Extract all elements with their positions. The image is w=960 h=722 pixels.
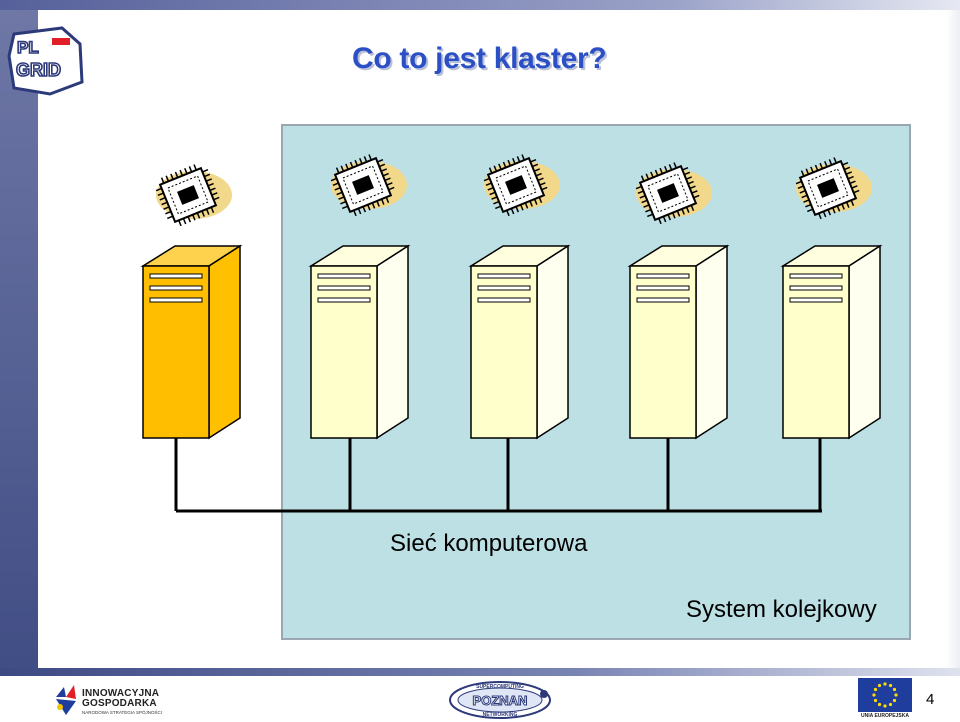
poznan-logo-arc-bottom: NETWORKING (483, 712, 518, 718)
server-node-1 (308, 244, 411, 440)
cpu-icon-2 (326, 149, 408, 221)
poznan-supercomputing-logo: SUPERCOMPUTING POZNAN NETWORKING (449, 681, 551, 719)
queue-system-label: System kolejkowy (686, 596, 877, 623)
server-frontend (140, 244, 243, 440)
server-node-2 (468, 244, 571, 440)
innovative-economy-line2: GOSPODARKA (82, 698, 157, 709)
innovative-economy-logo-text: INNOWACYJNA GOSPODARKA NARODOWA STRATEGI… (82, 689, 162, 716)
eu-flag-icon (858, 678, 912, 712)
innovative-economy-line3: NARODOWA STRATEGIA SPÓJNOŚCI (82, 710, 163, 715)
bottom-decor-band (0, 668, 960, 676)
poznan-logo-arc-top: SUPERCOMPUTING (476, 684, 524, 690)
poznan-logo-text: POZNAN (473, 693, 528, 708)
plgrid-logo-line1: PL (17, 38, 39, 57)
cpu-icon-3 (479, 149, 561, 221)
server-node-4 (780, 244, 883, 440)
network-cable (174, 438, 822, 513)
plgrid-logo-line2: GRID (16, 60, 61, 80)
left-decor-band (0, 0, 38, 722)
cpu-icon-5 (791, 152, 873, 224)
innovative-economy-line1: INNOWACYJNA (82, 688, 160, 699)
cpu-icon-1 (151, 159, 233, 231)
plgrid-logo: PL GRID (7, 26, 84, 96)
innovative-economy-logo-mark (56, 685, 76, 715)
page-number: 4 (926, 691, 935, 708)
slide-title: Co to jest klaster? (352, 42, 607, 75)
plgrid-flag-stripe (52, 38, 70, 45)
eu-logo-text: UNIA EUROPEJSKA (861, 713, 909, 719)
top-decor-band (0, 0, 960, 10)
network-label: Sieć komputerowa (390, 530, 588, 557)
server-node-3 (627, 244, 730, 440)
right-decor-shadow (946, 10, 960, 668)
cpu-icon-4 (631, 157, 713, 229)
